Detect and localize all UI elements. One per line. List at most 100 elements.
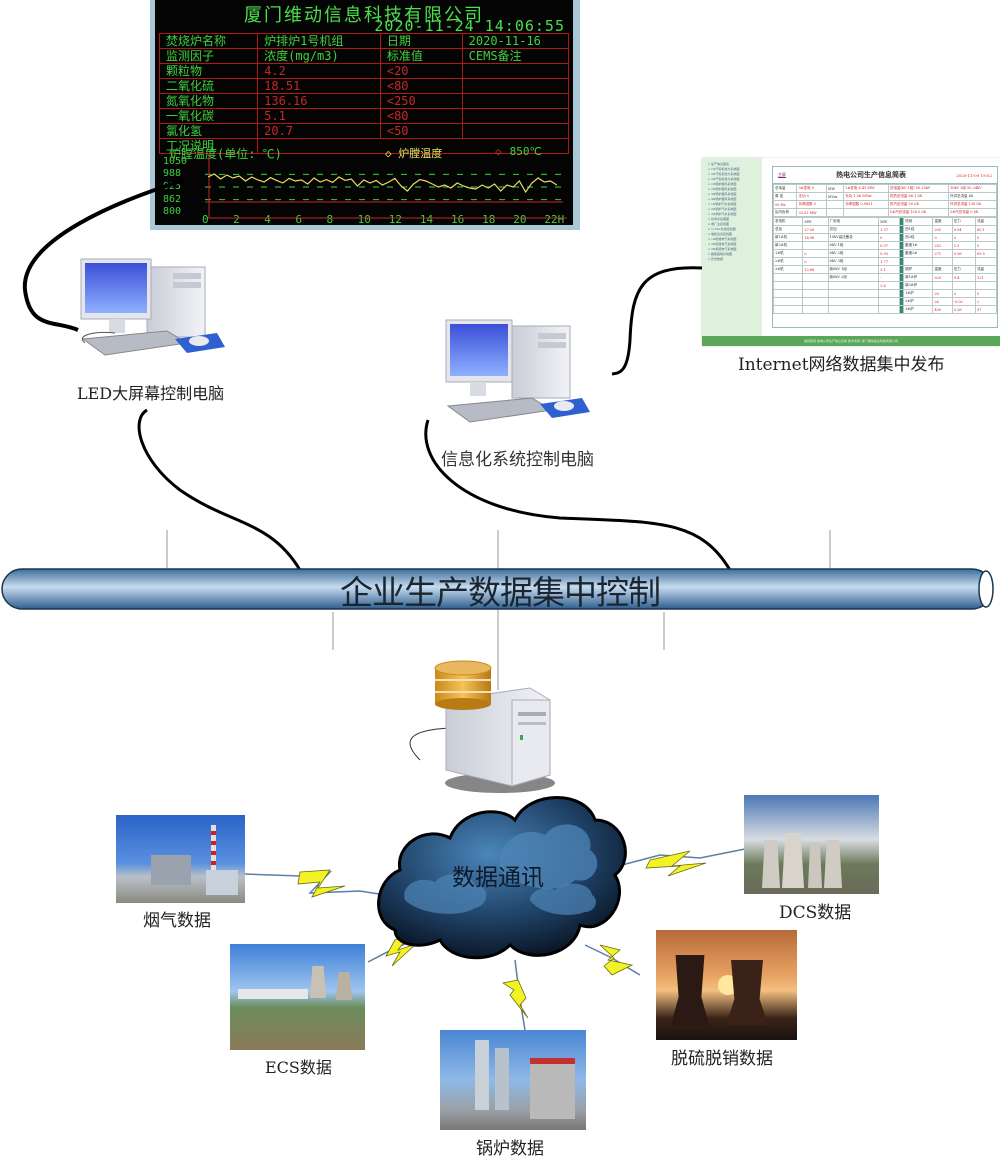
report-cell [802, 305, 829, 314]
web-sidebar-item[interactable]: ▫ 110kV系统接线图 [708, 227, 736, 231]
temperature-chart [205, 154, 567, 219]
led-legend-threshold: ◇ 850℃ [495, 145, 542, 158]
boiler-caption: 锅炉数据 [476, 1139, 544, 1159]
emission-cell: 日期 [379, 33, 463, 49]
x-tick-label: 6 [295, 213, 303, 226]
web-sidebar-item[interactable]: ▫ 3#锅炉烟风系统图 [708, 192, 737, 196]
emission-cell: <20 [379, 63, 463, 79]
desulfurization-caption: 脱硫脱销数据 [671, 1049, 773, 1069]
web-sidebar-item[interactable]: ▫ 历史数据 [708, 257, 723, 261]
report-cell [825, 208, 845, 217]
data-bus-label: 企业生产数据集中控制 [340, 573, 661, 612]
report-cell: 97 [975, 305, 997, 314]
emission-row: 工况说明 [158, 138, 569, 154]
emission-cell: 2020-11-16 [461, 33, 570, 49]
report-home-link[interactable]: 主屏 [778, 172, 786, 177]
desulfurization-plant-photo [656, 930, 797, 1040]
led-chart-title: 炉膛温度(单位: ℃) [169, 147, 282, 161]
x-tick-label: 22H [544, 213, 565, 226]
web-sidebar-item[interactable]: ▫ 3#汽轮机热力系统图 [708, 177, 740, 181]
report-title: 热电公司生产信息简表 [836, 170, 907, 179]
internet-caption: Internet网络数据集中发布 [738, 355, 945, 375]
web-sidebar-item[interactable]: ▫ 3#机组电气系统图 [708, 247, 737, 251]
web-sidebar-item[interactable]: ▫ 脱硫脱硝系统图 [708, 252, 732, 256]
x-tick-label: 14 [419, 213, 434, 226]
led-screen: 厦门维动信息科技有限公司 2020-11-24 14:06:55 焚烧炉名称炉排… [155, 0, 573, 226]
web-sidebar-item[interactable]: ▫ 化学水处理图 [708, 217, 729, 221]
ecs-caption: ECS数据 [265, 1058, 332, 1077]
emission-cell: 氯化氢 [158, 123, 259, 139]
web-sidebar-item[interactable]: ▫ 2#锅炉汽水系统图 [708, 207, 737, 211]
y-tick-label: 862 [163, 193, 182, 205]
threshold-marker-icon: ◇ [495, 145, 502, 158]
report-time: 2020-11-09 19:52 [956, 172, 992, 178]
database-server-icon [409, 660, 555, 793]
emission-cell: 氮氧化物 [158, 93, 259, 109]
x-tick-label: 4 [264, 213, 271, 226]
series-line-furnace-temperature [207, 173, 558, 194]
data-communication-cloud-icon [377, 796, 627, 960]
flue-gas-plant-photo [116, 815, 245, 903]
report-cell: 450 [932, 305, 953, 314]
y-tick-label: 988 [163, 168, 182, 180]
led-datetime: 2020-11-24 14:06:55 [374, 17, 565, 35]
web-sidebar-item[interactable]: ▫ 2#汽轮机热力系统图 [708, 172, 740, 176]
web-sidebar-item[interactable]: ▫ 1#汽轮机热力系统图 [708, 167, 740, 171]
report-cell: 1#汽总流量 128.5 t/h [887, 208, 949, 217]
threshold-label: 850℃ [509, 145, 542, 158]
x-tick-label: 0 [202, 213, 209, 226]
y-tick-label: 800 [163, 206, 182, 217]
web-sidebar-item[interactable]: ▫ 2#锅炉烟风系统图 [708, 187, 737, 191]
info-system-computer-icon [445, 319, 590, 423]
boiler-plant-photo [440, 1030, 586, 1130]
web-sidebar: ▫ 生产信息报表▫ 1#汽轮机热力系统图▫ 2#汽轮机热力系统图▫ 3#汽轮机热… [702, 158, 762, 336]
emission-cell: <80 [379, 108, 463, 124]
chart-axes [208, 154, 567, 219]
web-report-screenshot: ▫ 生产信息报表▫ 1#汽轮机热力系统图▫ 2#汽轮机热力系统图▫ 3#汽轮机热… [702, 158, 1000, 346]
cable-led-to-pc [22, 178, 186, 332]
led-pc-caption: LED大屏幕控制电脑 [77, 384, 225, 403]
cable-infopc-to-bus [424, 419, 732, 571]
ecs-plant-photo [230, 944, 365, 1050]
x-tick-label: 10 [357, 213, 371, 226]
lightning-link-boiler [501, 959, 529, 1031]
cable-pc-to-bus [137, 408, 302, 571]
emission-cell [257, 138, 569, 154]
report-cell: 5.26 [951, 305, 977, 314]
x-tick-label: 20 [513, 213, 527, 226]
x-tick-label: 18 [482, 213, 496, 226]
emission-cell: 工况说明 [158, 138, 259, 154]
web-sidebar-item[interactable]: ▫ 电厂主接线图 [708, 222, 729, 226]
web-sidebar-item[interactable]: ▫ 1#机组电气系统图 [708, 237, 737, 241]
data-bus-pipe [1, 568, 994, 610]
web-sidebar-item[interactable]: ▫ 1#锅炉烟风系统图 [708, 182, 737, 186]
emission-cell: CEMS备注 [461, 48, 570, 64]
dcs-caption: DCS数据 [779, 903, 852, 923]
web-sidebar-item[interactable]: ▫ 电缆总表接线图 [708, 232, 732, 236]
web-sidebar-item[interactable]: ▫ 2#机组电气系统图 [708, 242, 737, 246]
report-header: 主屏 热电公司生产信息简表 2020-11-09 19:52 [773, 167, 997, 184]
web-footer: 版权所有 热电公司生产信息系统 技术支持: 厦门维动信息科技有限公司 [702, 336, 1000, 346]
y-tick-label: 1050 [163, 156, 188, 167]
dcs-plant-photo [744, 795, 879, 894]
report-cell: 2#汽总流量 0 t/h [947, 208, 998, 217]
web-sidebar-item[interactable]: ▫ 1#锅炉汽水系统图 [708, 202, 737, 206]
x-tick-label: 16 [451, 213, 465, 226]
cable-web-to-pc [611, 266, 703, 376]
web-sidebar-item[interactable]: ▫ 3#锅炉汽水系统图 [708, 212, 737, 216]
web-sidebar-item[interactable]: ▫ 生产信息报表 [708, 162, 729, 166]
web-sidebar-item[interactable]: ▫ 4#锅炉烟风系统图 [708, 197, 737, 201]
cloud-label: 数据通讯 [452, 865, 544, 891]
